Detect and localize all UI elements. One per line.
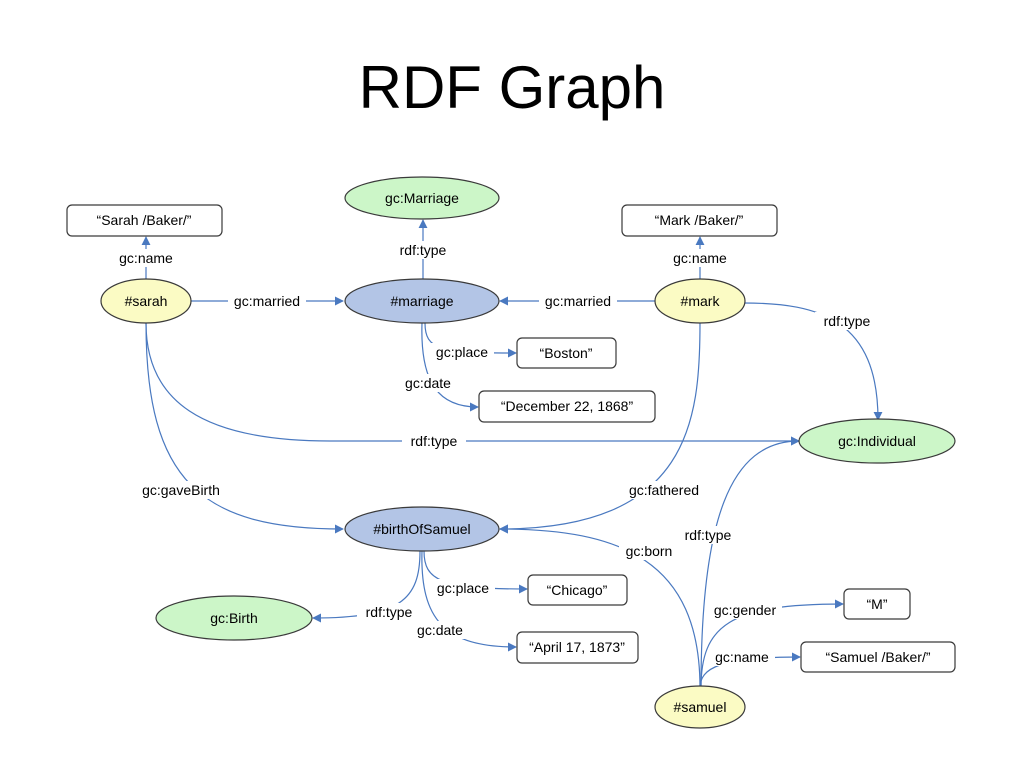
edge-mark-fathered: gc:fathered <box>499 322 706 534</box>
edge-label-sarah-type: rdf:type <box>411 433 458 449</box>
edge-marriage-place: gc:place <box>424 322 517 361</box>
svg-text:“Mark /Baker/”: “Mark /Baker/” <box>655 212 744 228</box>
edge-label-sarah-gave-birth: gc:gaveBirth <box>142 482 220 498</box>
edge-samuel-gender: gc:gender <box>700 599 844 689</box>
class-gc-individual: gc:Individual <box>798 418 956 464</box>
edge-label-mark-fathered: gc:fathered <box>629 482 699 498</box>
edge-line <box>700 436 800 689</box>
edge-label-sarah-name: gc:name <box>119 250 173 266</box>
svg-text:“M”: “M” <box>867 596 888 612</box>
svg-text:“Chicago”: “Chicago” <box>547 582 608 598</box>
edge-birth-type: rdf:type <box>312 550 421 623</box>
literal-samuel-name: “Samuel /Baker/” <box>800 641 956 673</box>
class-gc-birth: gc:Birth <box>155 595 313 641</box>
literal-gender-m: “M” <box>843 588 911 620</box>
edge-line <box>421 322 479 412</box>
edge-label-marriage-date: gc:date <box>405 375 451 391</box>
svg-text:gc:Birth: gc:Birth <box>210 610 257 626</box>
literal-marriage-date: “December 22, 1868” <box>478 390 656 423</box>
edge-line <box>499 322 701 534</box>
edge-marriage-type: rdf:type <box>388 219 458 280</box>
edge-birth-place: gc:place <box>423 550 528 597</box>
svg-text:gc:Individual: gc:Individual <box>838 433 916 449</box>
event-marriage: #marriage <box>344 278 500 324</box>
literal-mark-name: “Mark /Baker/” <box>621 204 778 237</box>
edge-label-samuel-gender: gc:gender <box>714 602 777 618</box>
resource-samuel: #samuel <box>654 685 746 729</box>
svg-text:“Boston”: “Boston” <box>540 345 593 361</box>
edge-samuel-born: gc:born <box>499 524 701 689</box>
literal-sarah-name: “Sarah /Baker/” <box>66 204 223 237</box>
literal-boston: “Boston” <box>516 337 617 369</box>
edge-label-marriage-place: gc:place <box>436 344 488 360</box>
edge-samuel-type: rdf:type <box>676 436 800 689</box>
edge-line <box>312 550 421 623</box>
edge-marriage-date: gc:date <box>399 322 479 412</box>
page-title: RDF Graph <box>358 54 666 121</box>
literal-birth-date: “April 17, 1873” <box>516 631 639 664</box>
svg-text:“Samuel /Baker/”: “Samuel /Baker/” <box>825 649 930 665</box>
edge-label-birth-date: gc:date <box>417 622 463 638</box>
edge-sarah-gave-birth: gc:gaveBirth <box>135 322 344 534</box>
edge-label-samuel-born: gc:born <box>626 543 673 559</box>
edge-birth-date: gc:date <box>411 550 517 652</box>
class-gc-marriage: gc:Marriage <box>344 176 500 220</box>
edge-label-birth-type: rdf:type <box>366 604 413 620</box>
edge-label-birth-place: gc:place <box>437 580 489 596</box>
event-birth-of-samuel: #birthOfSamuel <box>344 506 500 552</box>
svg-text:gc:Marriage: gc:Marriage <box>385 190 459 206</box>
resource-mark: #mark <box>654 278 746 324</box>
edge-mark-type: rdf:type <box>743 302 883 421</box>
edge-label-mark-name: gc:name <box>673 250 727 266</box>
edge-label-mark-type: rdf:type <box>824 313 871 329</box>
svg-text:“April 17, 1873”: “April 17, 1873” <box>529 639 625 655</box>
resource-sarah: #sarah <box>100 278 192 324</box>
edge-samuel-name: gc:name <box>699 648 801 689</box>
edge-line <box>700 599 844 689</box>
edge-mark-name: gc:name <box>665 236 735 283</box>
edge-sarah-married: gc:married <box>191 292 344 310</box>
svg-text:#marriage: #marriage <box>390 293 453 309</box>
edge-sarah-type: rdf:type <box>145 322 800 450</box>
edge-label-mark-married: gc:married <box>545 293 611 309</box>
svg-text:#mark: #mark <box>681 293 721 309</box>
svg-text:#samuel: #samuel <box>674 699 727 715</box>
literal-chicago: “Chicago” <box>527 574 628 606</box>
svg-text:“Sarah /Baker/”: “Sarah /Baker/” <box>97 212 192 228</box>
edge-label-marriage-type: rdf:type <box>400 242 447 258</box>
edge-label-samuel-name: gc:name <box>715 649 769 665</box>
edge-label-sarah-married: gc:married <box>234 293 300 309</box>
edge-label-samuel-type: rdf:type <box>685 527 732 543</box>
svg-text:“December 22, 1868”: “December 22, 1868” <box>501 398 634 414</box>
edge-sarah-name: gc:name <box>111 236 181 283</box>
edge-line <box>145 322 800 446</box>
edge-mark-married: gc:married <box>499 292 655 310</box>
edge-line <box>499 524 701 689</box>
svg-text:#sarah: #sarah <box>125 293 168 309</box>
svg-text:#birthOfSamuel: #birthOfSamuel <box>373 521 470 537</box>
